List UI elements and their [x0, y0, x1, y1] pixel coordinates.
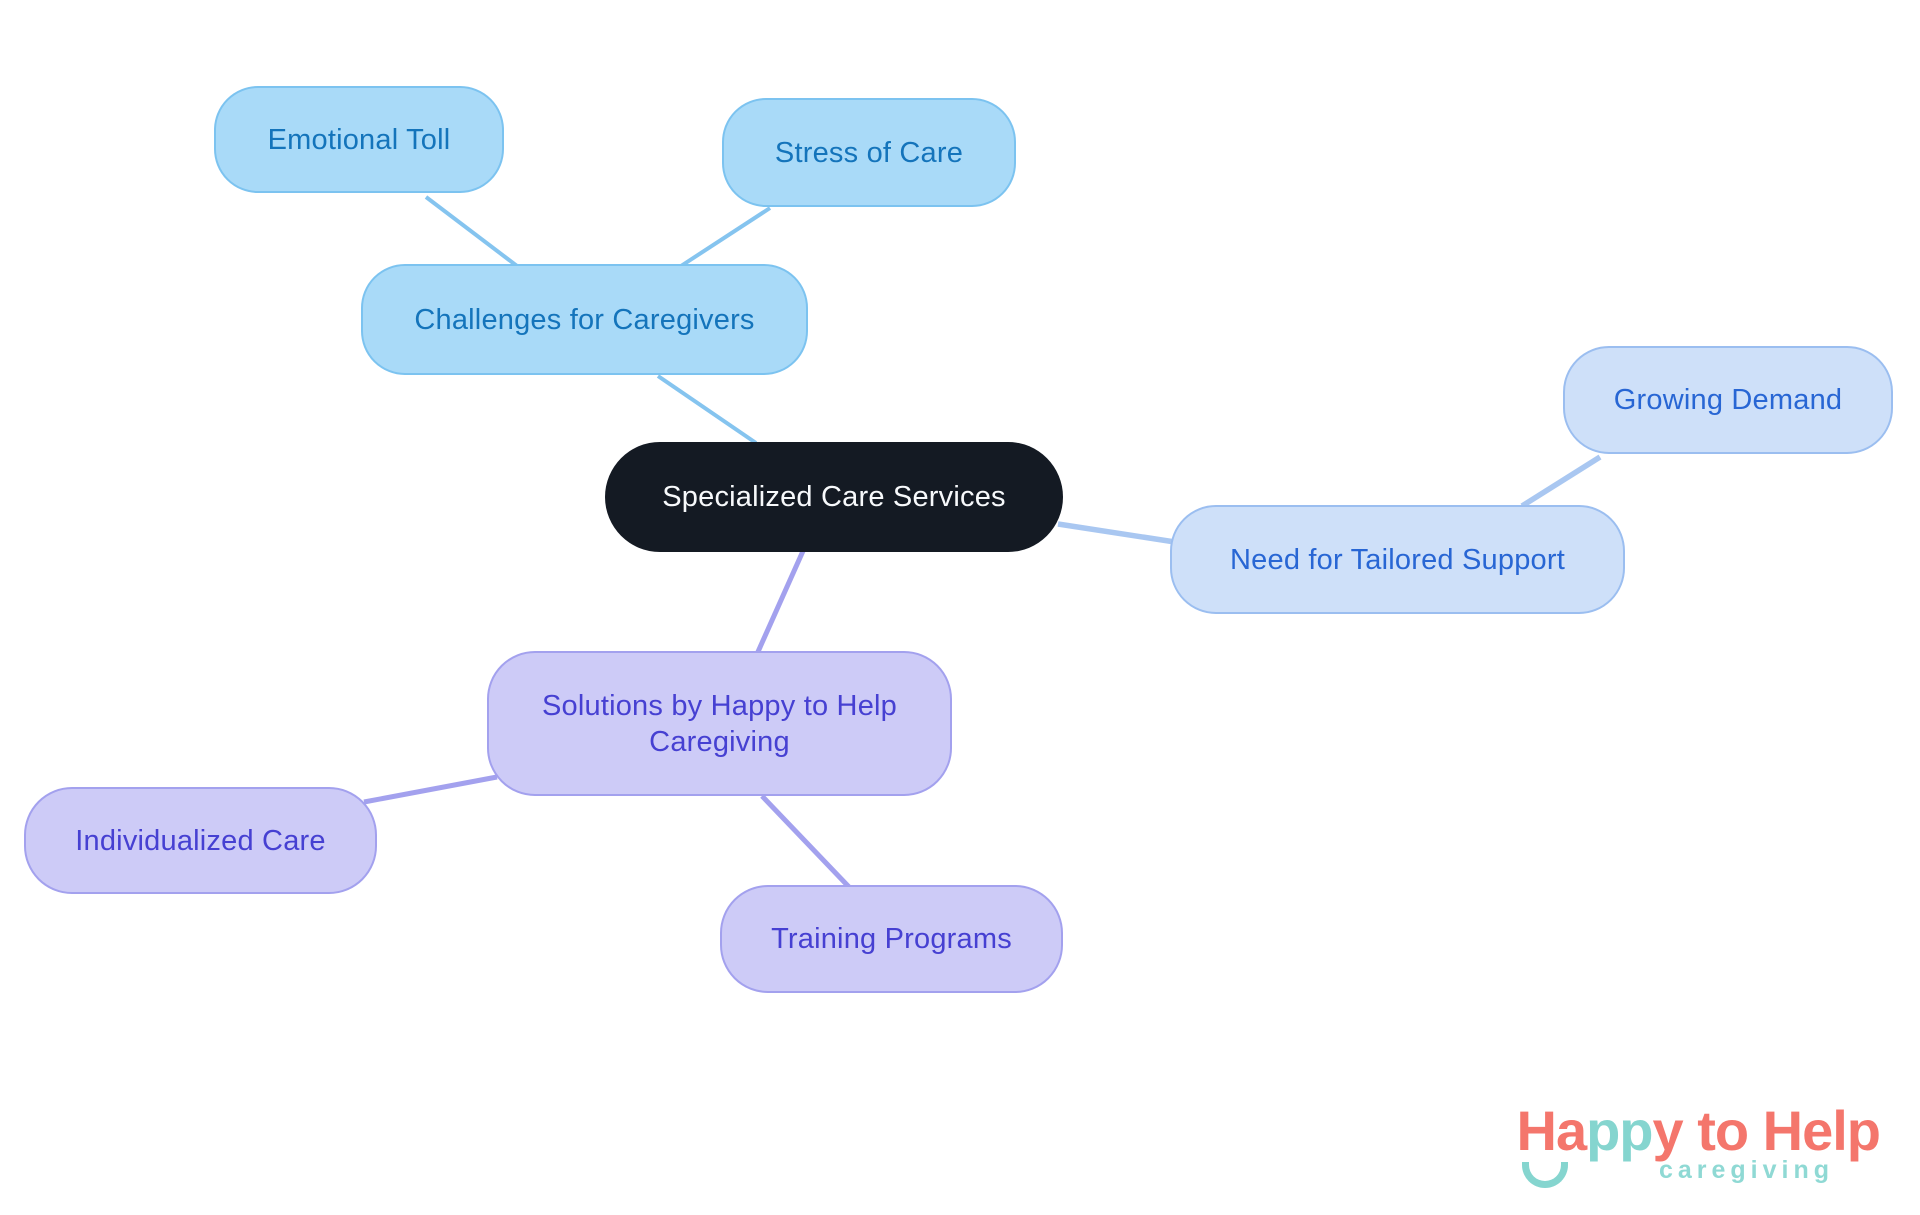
node-individualized-label: Individualized Care: [75, 824, 326, 857]
logo-part-ha: Ha: [1516, 1099, 1588, 1162]
node-central-specialized-care-services[interactable]: Specialized Care Services: [605, 442, 1063, 552]
node-need-for-tailored-support[interactable]: Need for Tailored Support: [1170, 505, 1625, 614]
node-solutions-by-happy-to-help[interactable]: Solutions by Happy to Help Caregiving: [487, 651, 952, 796]
logo-part-y: y: [1652, 1099, 1684, 1162]
node-challenges-for-caregivers[interactable]: Challenges for Caregivers: [361, 264, 808, 375]
edge-solutions-individualized: [363, 774, 498, 805]
edge-challenges-emotional-toll: [424, 195, 519, 268]
edge-central-solutions: [754, 549, 806, 656]
logo-wordmark: Happy to Help: [1420, 1099, 1882, 1162]
node-emotional-toll-label: Emotional Toll: [267, 123, 451, 156]
node-challenges-label: Challenges for Caregivers: [414, 303, 755, 336]
node-central-label: Specialized Care Services: [662, 481, 1006, 513]
edge-central-challenges: [656, 374, 758, 445]
logo-subtitle: caregiving: [1658, 1156, 1834, 1184]
node-emotional-toll[interactable]: Emotional Toll: [214, 86, 504, 193]
edge-challenges-stress-of-care: [679, 206, 772, 268]
node-individualized-care[interactable]: Individualized Care: [24, 787, 377, 894]
happy-to-help-logo: Happy to Help caregiving: [1420, 1099, 1882, 1188]
logo-part-rest: to Help: [1682, 1099, 1881, 1162]
edge-solutions-training: [760, 794, 851, 889]
node-stress-of-care-label: Stress of Care: [774, 136, 964, 169]
node-solutions-label: Solutions by Happy to Help Caregiving: [541, 689, 897, 758]
edge-central-need-tailored: [1057, 521, 1176, 545]
node-growing-demand-label: Growing Demand: [1613, 384, 1843, 416]
logo-part-pp: pp: [1586, 1099, 1653, 1162]
logo-smile-icon: [1522, 1162, 1568, 1188]
node-training-label: Training Programs: [771, 923, 1012, 955]
node-need-tailored-label: Need for Tailored Support: [1230, 543, 1565, 576]
node-growing-demand[interactable]: Growing Demand: [1563, 346, 1893, 454]
node-training-programs[interactable]: Training Programs: [720, 885, 1063, 993]
node-stress-of-care[interactable]: Stress of Care: [722, 98, 1016, 207]
edge-need-growing-demand: [1520, 454, 1602, 509]
